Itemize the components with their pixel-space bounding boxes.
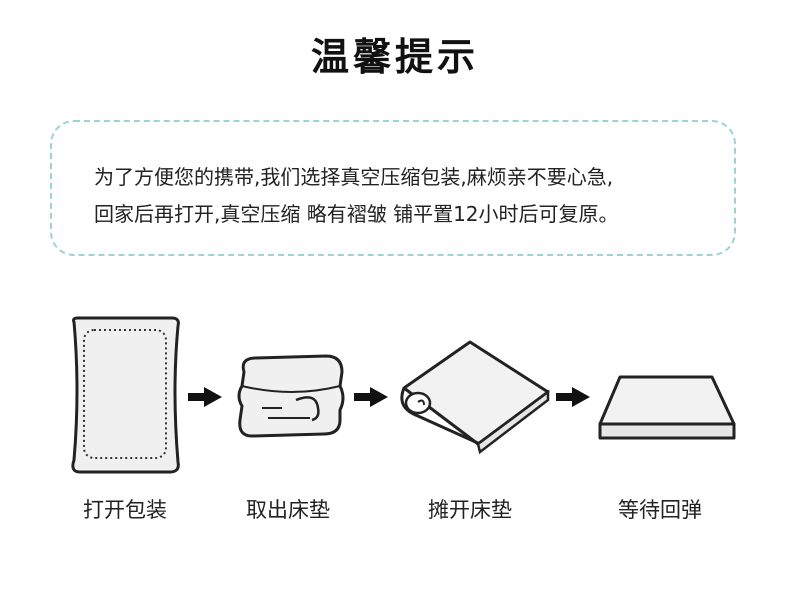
notice-line-1: 为了方便您的携带,我们选择真空压缩包装,麻烦亲不要心急,: [94, 165, 614, 189]
notice-box: 为了方便您的携带,我们选择真空压缩包装,麻烦亲不要心急, 回家后再打开,真空压缩…: [50, 120, 736, 256]
rolled-mattress-icon: [237, 354, 345, 438]
arrow-icon: [556, 387, 590, 407]
steps-illustration: [71, 316, 736, 474]
arrow-icon: [188, 387, 222, 407]
package-icon: [71, 316, 180, 474]
step-label-wait-rebound: 等待回弹: [618, 498, 702, 522]
arrow-icon: [354, 387, 388, 407]
step-label-spread-mattress: 摊开床垫: [428, 498, 512, 522]
step-label-open-package: 打开包装: [83, 498, 167, 522]
notice-line-2: 回家后再打开,真空压缩 略有褶皱 铺平置12小时后可复原。: [94, 202, 619, 226]
step-label-take-out-mattress: 取出床垫: [246, 498, 330, 522]
unrolling-mattress-icon: [400, 340, 550, 455]
page-title: 温馨提示: [310, 35, 479, 79]
flat-mattress-icon: [598, 375, 736, 440]
